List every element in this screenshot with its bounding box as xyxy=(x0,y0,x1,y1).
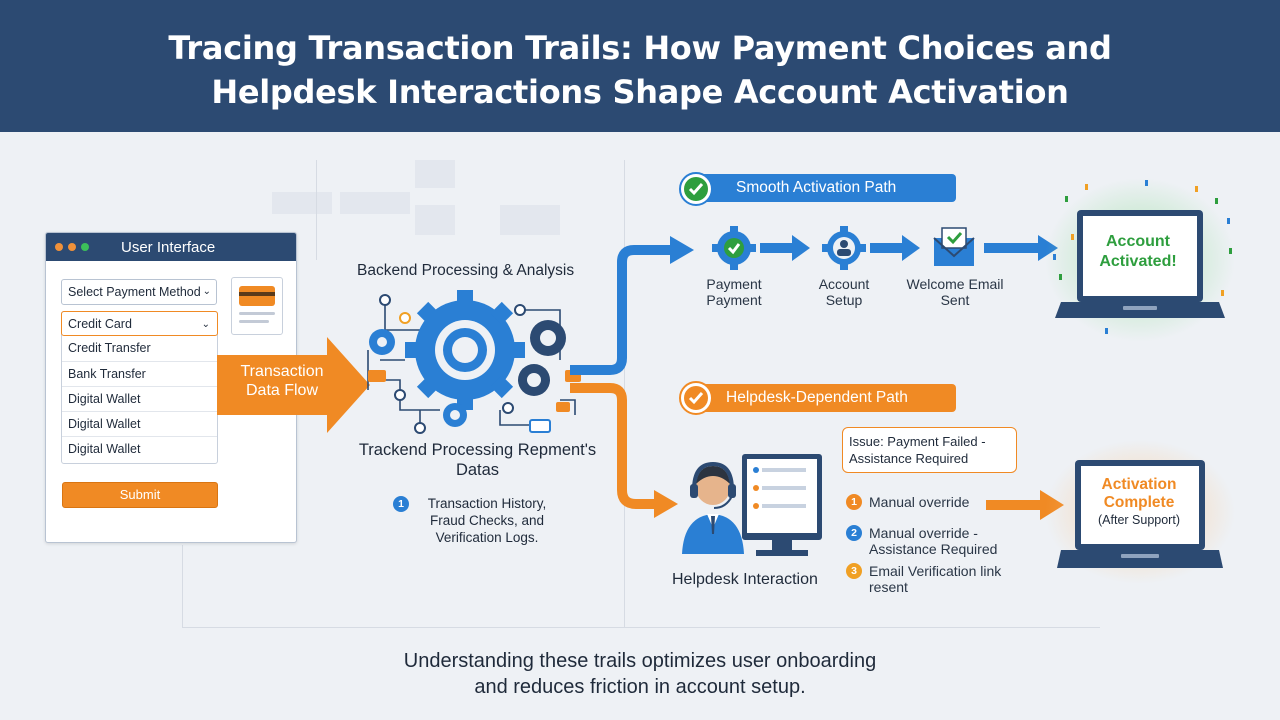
payment-options-list: Credit Card ⌄ Credit Transfer Bank Trans… xyxy=(61,311,218,464)
activated-laptop-icon xyxy=(1045,178,1235,342)
background-block xyxy=(500,205,560,235)
user-interface-panel: User Interface Select Payment Method ⌄ C… xyxy=(45,232,297,543)
footer-caption: Understanding these trails optimizes use… xyxy=(0,648,1280,700)
helpdesk-step-number: 2 xyxy=(846,525,862,541)
payment-option-credit-transfer[interactable]: Credit Transfer xyxy=(62,336,217,362)
step-label-account-setup: Account Setup xyxy=(818,276,870,308)
footer-line-2: and reduces friction in account setup. xyxy=(474,676,806,698)
credit-card-icon xyxy=(231,277,283,335)
background-block xyxy=(415,205,455,235)
payment-option-digital-wallet[interactable]: Digital Wallet xyxy=(62,412,217,438)
activation-complete-line-1: Activation xyxy=(1101,476,1177,493)
helpdesk-step-text: Manual override - Assistance Required xyxy=(869,525,998,557)
helpdesk-step-text: Email Verification link resent xyxy=(869,563,1002,595)
grid-line xyxy=(182,545,183,627)
ui-titlebar: User Interface xyxy=(46,233,296,261)
header-banner: Tracing Transaction Trails: How Payment … xyxy=(0,0,1280,132)
activation-complete-line-2: Complete xyxy=(1103,494,1175,511)
background-block xyxy=(340,192,410,214)
path-split-arrows xyxy=(570,236,694,518)
transaction-flow-arrow xyxy=(217,337,370,433)
page-title-line-2: Helpdesk Interactions Shape Account Acti… xyxy=(211,73,1069,111)
ui-title: User Interface xyxy=(121,239,216,256)
payment-method-select[interactable]: Select Payment Method ⌄ xyxy=(61,279,217,305)
result-arrow-icon xyxy=(986,490,1064,520)
gears-circuit-icon xyxy=(367,290,581,434)
issue-callout: Issue: Payment Failed - Assistance Requi… xyxy=(842,427,1017,473)
step-arrow-icon xyxy=(984,235,1058,261)
gear-check-icon xyxy=(712,226,756,270)
account-setup-icon xyxy=(822,226,866,270)
window-dot-icon xyxy=(55,243,63,251)
helpdesk-agent-icon xyxy=(682,454,822,556)
footer-line-1: Understanding these trails optimizes use… xyxy=(403,650,877,672)
payment-option-digital-wallet[interactable]: Digital Wallet xyxy=(68,442,141,457)
helpdesk-path-title: Helpdesk-Dependent Path xyxy=(726,389,908,406)
issue-text: Issue: Payment Failed - Assistance Requi… xyxy=(849,434,986,466)
step-arrow-icon xyxy=(870,235,920,261)
check-circle-icon xyxy=(679,381,713,415)
helpdesk-step-text: Manual override xyxy=(869,494,970,510)
backend-item-text: Transaction History, Fraud Checks, and V… xyxy=(427,496,547,545)
background-block xyxy=(272,192,332,214)
helpdesk-step-number: 1 xyxy=(846,494,862,510)
grid-line xyxy=(182,627,1100,628)
submit-button[interactable]: Submit xyxy=(62,482,218,508)
smooth-path-banner: Smooth Activation Path xyxy=(700,174,956,202)
transaction-flow-label: Transaction Data Flow xyxy=(240,363,324,399)
grid-line xyxy=(316,160,317,260)
step-label-payment: Payment Payment xyxy=(706,276,762,308)
payment-option-bank-transfer[interactable]: Bank Transfer xyxy=(62,362,217,387)
chevron-down-icon: ⌄ xyxy=(202,286,211,297)
step-arrow-icon xyxy=(760,235,810,261)
backend-item-number: 1 xyxy=(393,496,409,512)
background-block xyxy=(415,160,455,188)
smooth-path-title: Smooth Activation Path xyxy=(736,179,897,196)
payment-option-digital-wallet[interactable]: Digital Wallet xyxy=(62,387,217,413)
chevron-down-icon: ⌄ xyxy=(201,319,210,330)
email-check-icon xyxy=(933,227,975,266)
helpdesk-path-banner: Helpdesk-Dependent Path xyxy=(700,384,956,412)
account-activated-text: Account Activated! xyxy=(1099,233,1177,270)
payment-option-credit-card[interactable]: Credit Card ⌄ xyxy=(61,311,218,337)
after-support-text: (After Support) xyxy=(1098,513,1180,527)
window-dot-icon xyxy=(81,243,89,251)
step-label-welcome-email: Welcome Email Sent xyxy=(906,276,1004,308)
helpdesk-step-number: 3 xyxy=(846,563,862,579)
window-dot-icon xyxy=(68,243,76,251)
select-label: Select Payment Method xyxy=(68,285,201,299)
backend-title: Backend Processing & Analysis xyxy=(357,262,575,279)
activation-complete-laptop-icon xyxy=(1045,440,1235,584)
backend-subtitle: Trackend Processing Repment's Datas xyxy=(358,441,597,479)
page-title-line-1: Tracing Transaction Trails: How Payment … xyxy=(168,29,1112,67)
helpdesk-interaction-label: Helpdesk Interaction xyxy=(672,571,818,588)
check-circle-icon xyxy=(679,172,713,206)
